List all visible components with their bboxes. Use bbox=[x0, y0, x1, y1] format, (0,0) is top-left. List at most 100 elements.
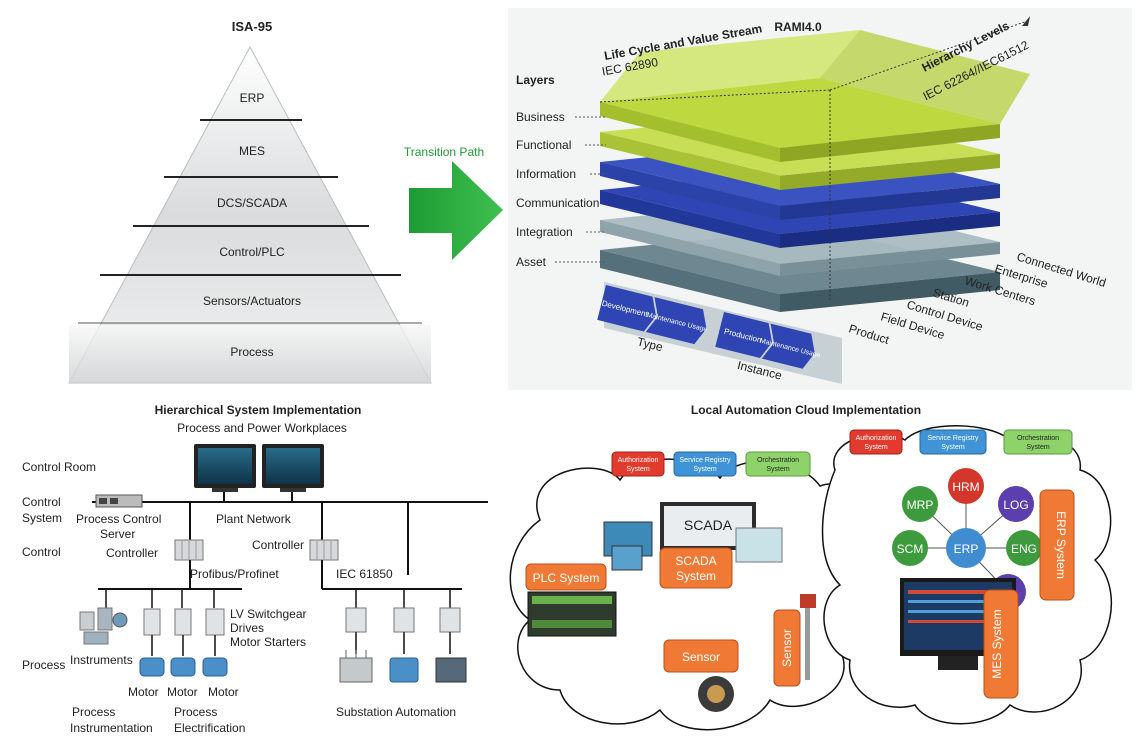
svg-text:System: System bbox=[676, 569, 716, 583]
node-eng: ENG bbox=[1006, 530, 1042, 566]
hier-title: Hierarchical System Implementation bbox=[155, 403, 362, 417]
plc-hardware-icon bbox=[527, 591, 617, 637]
rami-layer-asset: Asset bbox=[516, 255, 547, 269]
svg-text:System: System bbox=[693, 466, 717, 473]
transition-label: Transition Path bbox=[404, 145, 484, 159]
isa95-level-process: Process bbox=[230, 345, 273, 359]
rami-type-label: Type bbox=[636, 334, 665, 354]
label-lv-switchgear: LV Switchgear bbox=[230, 607, 306, 621]
label-plant-network: Plant Network bbox=[216, 512, 292, 526]
erp-system-box: ERP System bbox=[1039, 489, 1075, 601]
svg-text:ERP: ERP bbox=[954, 542, 979, 556]
cloud-right-outline bbox=[821, 425, 1112, 725]
svg-text:HRM: HRM bbox=[952, 480, 979, 494]
svg-text:System: System bbox=[941, 444, 965, 451]
label-iec61850: IEC 61850 bbox=[336, 567, 393, 581]
transformer-icon bbox=[339, 650, 373, 683]
isa95-level-sensors: Sensors/Actuators bbox=[203, 294, 301, 308]
isa95-level-control-plc: Control/PLC bbox=[219, 245, 285, 259]
label-pcs-server-2: Server bbox=[100, 527, 135, 541]
svg-text:System: System bbox=[1026, 444, 1050, 451]
node-hrm: HRM bbox=[948, 468, 984, 504]
svg-text:Authorization: Authorization bbox=[856, 435, 897, 442]
rami-layers-heading: Layers bbox=[516, 73, 555, 87]
node-log: LOG bbox=[998, 486, 1034, 522]
label-controller-2: Controller bbox=[252, 538, 304, 552]
svg-text:Sensor: Sensor bbox=[780, 629, 794, 667]
sensor-probe-icon bbox=[800, 594, 816, 680]
motor-icon bbox=[202, 657, 228, 677]
label-motor-3: Motor bbox=[208, 685, 239, 699]
rami-layer-functional: Functional bbox=[516, 138, 571, 152]
svg-text:Sensor: Sensor bbox=[682, 650, 720, 664]
mes-system-box: MES System bbox=[983, 589, 1019, 699]
controller-icon bbox=[309, 539, 339, 561]
label-instruments: Instruments bbox=[70, 653, 133, 667]
hierarchical-implementation: Hierarchical System Implementation Proce… bbox=[22, 403, 488, 735]
transition-arrow: Transition Path bbox=[404, 145, 503, 260]
label-proc-instr-2: Instrumentation bbox=[70, 721, 153, 735]
rami-layer-information: Information bbox=[516, 167, 576, 181]
label-proc-elec-1: Process bbox=[174, 705, 217, 719]
label-control-system-1: Control bbox=[22, 495, 61, 509]
svg-text:SCADA: SCADA bbox=[675, 554, 716, 568]
cloud-implementation: Local Automation Cloud Implementation Au… bbox=[509, 403, 1112, 731]
label-motor-1: Motor bbox=[128, 685, 159, 699]
svg-text:PLC System: PLC System bbox=[533, 571, 600, 585]
rami-layer-business: Business bbox=[516, 110, 565, 124]
workplace-monitors-icon bbox=[194, 444, 324, 492]
rami-title: RAMI4.0 bbox=[774, 20, 822, 34]
motor-icon bbox=[170, 657, 196, 677]
label-pcs-server: Process Control bbox=[76, 512, 161, 526]
scada-label: SCADA bbox=[684, 517, 733, 533]
node-mrp: MRP bbox=[902, 486, 938, 522]
motor-icon bbox=[139, 657, 165, 677]
drive-icon bbox=[205, 608, 225, 636]
scada-system-box: SCADA System bbox=[659, 547, 733, 589]
sensor-vertical-box: Sensor bbox=[773, 609, 801, 687]
sensor-device-icon bbox=[698, 676, 734, 712]
controller-icon bbox=[174, 539, 204, 561]
svg-text:ERP System: ERP System bbox=[1054, 511, 1068, 579]
ied-icon bbox=[345, 607, 367, 633]
transition-arrow-shape bbox=[409, 161, 503, 260]
drive-icon bbox=[143, 608, 161, 636]
label-control: Control bbox=[22, 545, 61, 559]
svg-text:Orchestration: Orchestration bbox=[757, 457, 799, 464]
isa95-pyramid: ISA-95 ERP MES DCS/SCADA Control/PLC Sen… bbox=[68, 19, 432, 384]
rami-layer-integration: Integration bbox=[516, 225, 573, 239]
sensor-system-box: Sensor bbox=[663, 639, 739, 673]
registry-system-left: Service Registry System bbox=[673, 451, 737, 477]
rami-panel: RAMI4.0 Layers bbox=[508, 8, 1132, 390]
orch-system-right: Orchestration System bbox=[1003, 429, 1073, 455]
plc-system-box: PLC System bbox=[525, 563, 607, 591]
node-scm: SCM bbox=[892, 530, 928, 566]
label-proc-instr-1: Process bbox=[72, 705, 115, 719]
rami-lifecycle-band: Development Maintenance Usage Type Produ… bbox=[597, 282, 842, 384]
svg-text:Orchestration: Orchestration bbox=[1017, 435, 1059, 442]
svg-text:ENG: ENG bbox=[1011, 542, 1037, 556]
instruments-icon bbox=[79, 607, 128, 645]
registry-system-right: Service Registry System bbox=[919, 429, 987, 455]
svg-text:MES System: MES System bbox=[990, 609, 1004, 678]
isa95-level-erp: ERP bbox=[240, 91, 265, 105]
label-motor-starters: Motor Starters bbox=[230, 635, 306, 649]
svg-text:SCM: SCM bbox=[897, 542, 924, 556]
rami-layer-labels: Business Functional Information Communic… bbox=[516, 110, 606, 269]
label-substation: Substation Automation bbox=[336, 705, 456, 719]
svg-text:LOG: LOG bbox=[1003, 498, 1028, 512]
label-profibus: Profibus/Profinet bbox=[190, 567, 279, 581]
isa95-level-mes: MES bbox=[239, 144, 265, 158]
ied-icon bbox=[439, 607, 461, 633]
breaker-icon bbox=[435, 657, 467, 683]
node-erp: ERP bbox=[946, 528, 986, 568]
svg-text:System: System bbox=[766, 466, 790, 473]
label-controller-1: Controller bbox=[106, 546, 158, 560]
rami-layer-communication: Communication bbox=[516, 196, 599, 210]
auth-system-left: Authorization System bbox=[611, 451, 665, 477]
hier-workplaces: Process and Power Workplaces bbox=[177, 421, 347, 435]
svg-text:System: System bbox=[864, 444, 888, 451]
svg-text:Service Registry: Service Registry bbox=[928, 435, 979, 442]
